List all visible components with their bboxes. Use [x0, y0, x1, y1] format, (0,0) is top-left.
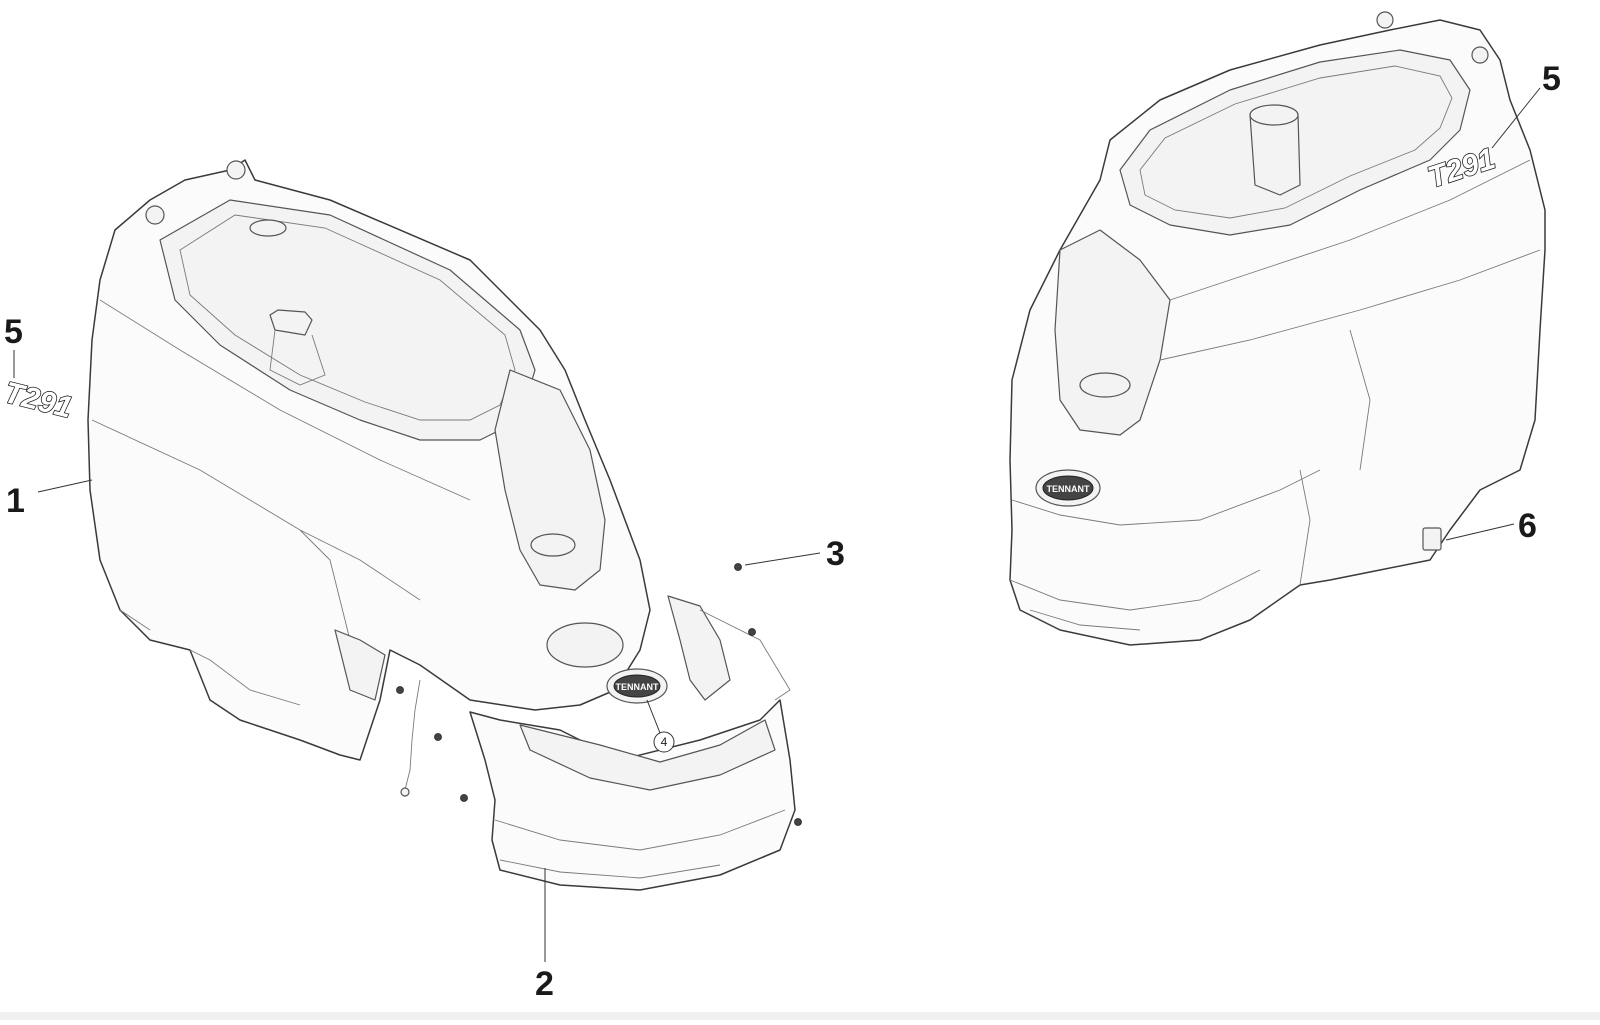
- callout-2: 2: [535, 965, 554, 1003]
- brand-badge-right-text: TENNANT: [1047, 484, 1090, 494]
- leader-lines: [13, 87, 1541, 962]
- latch-spring: [400, 679, 421, 797]
- front-bumper-panel: [469, 595, 796, 891]
- callout-4: 4: [661, 735, 668, 749]
- brand-badge-right: TENNANT: [1035, 469, 1101, 507]
- body-housing-assembled: TENNANT: [1009, 11, 1546, 646]
- body-housing-exploded: [87, 159, 651, 761]
- callout-1: 1: [6, 482, 25, 520]
- brand-badge-left: TENNANT: [606, 668, 668, 704]
- callout-5-left: 5: [4, 313, 23, 351]
- bottom-edge: [0, 1012, 1600, 1020]
- brand-badge-left-text: TENNANT: [616, 682, 659, 692]
- screws: [396, 563, 802, 826]
- callout-4-circle: [653, 731, 675, 753]
- model-decal-left: T291: [0, 375, 76, 425]
- model-decal-left-text: T291: [1, 376, 75, 425]
- callout-3: 3: [826, 535, 845, 573]
- callout-5-right: 5: [1542, 60, 1561, 98]
- callout-6: 6: [1518, 507, 1537, 545]
